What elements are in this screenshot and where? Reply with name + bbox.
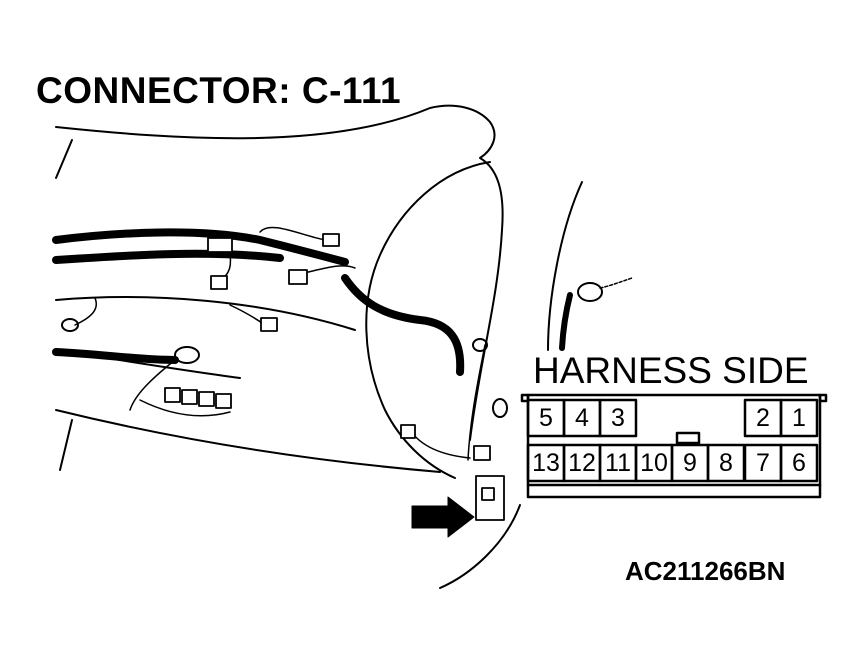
harness-side-label: HARNESS SIDE [533,350,809,391]
main-harness-wires [52,228,573,376]
pin-label: 4 [575,404,589,432]
arrow-right-icon [411,496,475,538]
pin-label: 3 [611,404,625,432]
pin-label: 9 [683,449,697,477]
pin-label: 1 [792,404,806,432]
connector-face-outline [520,393,828,499]
page-title: CONNECTOR: C-111 [36,70,402,111]
pin-label: 11 [605,449,631,477]
pin-label: 10 [640,449,668,477]
pin-label: 8 [719,449,733,477]
wire-grommets [61,282,603,418]
pin-label: 6 [792,449,806,477]
pin-label: 13 [532,449,560,477]
pin-label: 7 [756,449,770,477]
pin-label: 12 [568,449,596,477]
pin-label: 2 [756,404,770,432]
harness-connectors [164,233,505,521]
reference-code: AC211266BN [625,556,786,586]
pin-label: 5 [539,404,553,432]
dashboard-outline [55,104,583,589]
